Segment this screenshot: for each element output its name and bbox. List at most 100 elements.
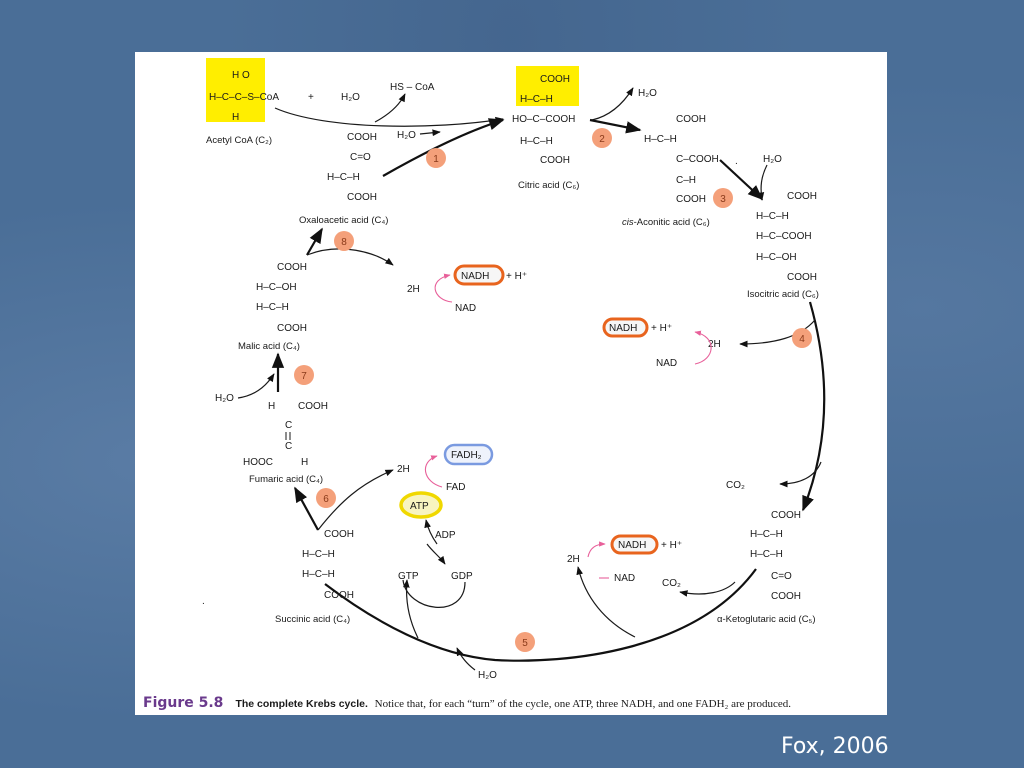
- oxaloacetic-name: Oxaloacetic acid (C₄): [299, 215, 388, 226]
- acetyl-water: H₂O: [341, 92, 360, 103]
- oxalo-row: H–C–H: [327, 172, 360, 183]
- isocitric-row: COOH: [787, 272, 817, 283]
- atp-label: ATP: [410, 501, 429, 512]
- step5-2h: 2H: [567, 554, 580, 565]
- step-badge-5: [515, 632, 535, 652]
- step8-nadh-pill: [453, 264, 505, 286]
- succinic-row: COOH: [324, 529, 354, 540]
- ketoglutarate-to-succinate-arrow: [324, 568, 757, 662]
- citric-row: COOH: [540, 74, 570, 85]
- step-number-8: 8: [341, 237, 347, 248]
- figure-number: Figure 5.8: [143, 695, 224, 711]
- step4-co2: CO₂: [726, 480, 745, 491]
- oxaloacetic-acid: COOH C=O H–C–H COOH Oxaloacetic acid (C₄…: [299, 132, 388, 226]
- step5-water: H₂O: [478, 670, 497, 681]
- step4-nadh: NADH: [609, 323, 637, 334]
- citric-name: Citric acid (C₆): [518, 180, 579, 191]
- succinate-to-fumarate-arrow: [294, 486, 319, 531]
- isocitric-row: H–C–COOH: [756, 231, 812, 242]
- succinic-row: H–C–H: [302, 549, 335, 560]
- malate-to-oxaloacetate-arrow: [306, 227, 323, 256]
- source-credit: Fox, 2006: [781, 734, 889, 759]
- oxalo-row: COOH: [347, 132, 377, 143]
- acetyl-row1: H O: [232, 70, 250, 81]
- step4-reduction-arrow: [694, 330, 712, 365]
- step-badge-4: [792, 328, 812, 348]
- fumaric-name: Fumaric acid (C₄): [249, 474, 323, 485]
- step5-h-plus: + H⁺: [661, 540, 682, 551]
- stray-dot: .: [735, 156, 738, 167]
- step5-water-arrow: [456, 647, 476, 671]
- citrate-to-aconitate-arrow: [589, 118, 642, 134]
- alpha-ketoglutaric-acid: COOH H–C–H H–C–H C=O COOH α-Ketoglutaric…: [717, 510, 816, 625]
- step-badge-1: [426, 148, 446, 168]
- fadh2-label: FADH₂: [451, 450, 482, 461]
- citric-acid: COOH H–C–H HO–C–COOH H–C–H COOH Citric a…: [512, 66, 579, 191]
- step4-nad: NAD: [656, 358, 677, 369]
- step5-co2: CO₂: [662, 578, 681, 589]
- step5-nadh: NADH: [618, 540, 646, 551]
- step5-nadh-pill: [610, 534, 659, 555]
- succinic-name: Succinic acid (C₄): [275, 614, 350, 625]
- citric-row: H–C–H: [520, 136, 553, 147]
- step-badge-6: [316, 488, 336, 508]
- step4-co2-arrow: [779, 461, 822, 488]
- step-badge-7: [294, 365, 314, 385]
- step5-2h-arrow: [576, 566, 636, 638]
- step-badge-8: [334, 231, 354, 251]
- step8-nadh: NADH: [461, 271, 489, 282]
- malic-name: Malic acid (C₄): [238, 341, 300, 352]
- step3-water-arrow: [757, 164, 768, 201]
- step5-reduction-arrow: [587, 541, 606, 558]
- oxalo-row: C=O: [350, 152, 371, 163]
- citric-row: HO–C–COOH: [512, 114, 575, 125]
- succinic-row: H–C–H: [302, 569, 335, 580]
- citric-row: COOH: [540, 155, 570, 166]
- step-number-5: 5: [522, 638, 528, 649]
- ketoglutaric-row: H–C–H: [750, 529, 783, 540]
- hs-coa: HS – CoA: [390, 82, 435, 93]
- aconitic-row: COOH: [676, 114, 706, 125]
- ketoglutaric-row: C=O: [771, 571, 792, 582]
- krebs-cycle-figure: H O H–C–C–S–CoA H + H₂O Acetyl CoA (C₂) …: [135, 52, 887, 715]
- hs-coa-release-arrow: [374, 93, 406, 123]
- malic-row: COOH: [277, 323, 307, 334]
- step8-2h: 2H: [407, 284, 420, 295]
- step-badge-3: [713, 188, 733, 208]
- acetyl-coa-name: Acetyl CoA (C₂): [206, 135, 272, 146]
- step2-water-arrow: [591, 87, 634, 121]
- step2-water: H₂O: [638, 88, 657, 99]
- malic-row: COOH: [277, 262, 307, 273]
- step-number-6: 6: [323, 494, 329, 505]
- acetyl-highlight: [206, 58, 265, 122]
- step-number-4: 4: [799, 334, 805, 345]
- step6-2h: 2H: [397, 464, 410, 475]
- gtp-label: GTP: [398, 571, 419, 582]
- step-number-2: 2: [599, 134, 605, 145]
- step5-nad: NAD: [614, 573, 635, 584]
- step1-water: H₂O: [397, 130, 416, 141]
- fumaric-h-bottom: H: [301, 457, 308, 468]
- acetyl-to-citrate-arrow: [274, 107, 504, 127]
- atp-pill: [399, 491, 443, 519]
- fumaric-acid: H COOH C C HOOC H Fumaric acid (C₄): [243, 401, 328, 485]
- step4-2h-arrow: [739, 319, 816, 348]
- atp-arrow: [424, 519, 438, 545]
- ketoglutaric-row: COOH: [771, 591, 801, 602]
- step8-reduction-arrow: [434, 273, 453, 303]
- ketoglutaric-name: α-Ketoglutaric acid (C₅): [717, 614, 816, 625]
- aconitic-row: C–COOH: [676, 154, 719, 165]
- ketoglutaric-row: COOH: [771, 510, 801, 521]
- acetyl-row2: H–C–C–S–CoA: [209, 92, 279, 103]
- step5-co2-arrow: [679, 581, 736, 597]
- fumaric-hooc: HOOC: [243, 457, 273, 468]
- isocitric-acid: COOH H–C–H H–C–COOH H–C–OH COOH Isocitri…: [747, 191, 819, 300]
- isocitrate-to-ketoglutarate-arrow: [801, 301, 826, 512]
- step6-reduction-arrow: [425, 455, 443, 488]
- adp-label: ADP: [435, 530, 456, 541]
- step4-h-plus: + H⁺: [651, 323, 672, 334]
- step8-nad: NAD: [455, 303, 476, 314]
- figure-title: The complete Krebs cycle.: [235, 698, 368, 710]
- krebs-cycle-diagram: H O H–C–C–S–CoA H + H₂O Acetyl CoA (C₂) …: [202, 58, 826, 681]
